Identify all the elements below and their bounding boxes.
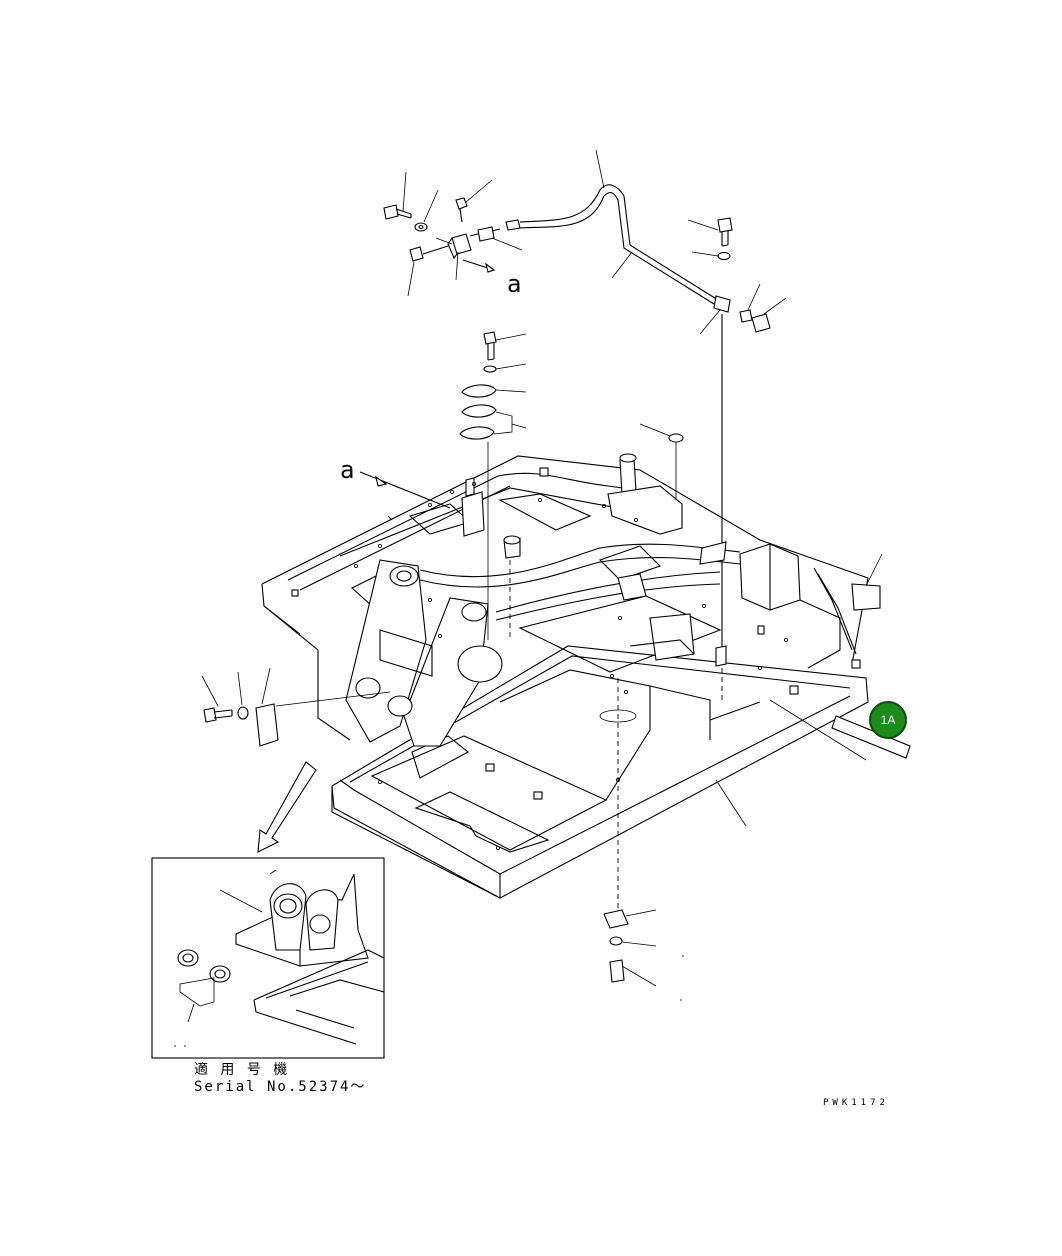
hydraulic-pipe xyxy=(505,149,731,335)
fitting-group-bottom xyxy=(603,909,684,1001)
callout-badge-1a[interactable]: 1A xyxy=(869,701,907,739)
fitting-group-top-right xyxy=(687,217,787,700)
view-label-a-top: a xyxy=(507,270,521,298)
detail-arrow xyxy=(257,761,317,853)
serial-heading: 適 用 号 機 xyxy=(194,1062,290,1078)
detail-inset xyxy=(151,857,385,1059)
fitting-group-top-left: a xyxy=(383,171,523,298)
serial-number: Serial No.52374～ xyxy=(194,1079,367,1095)
drawing-code: PWK1172 xyxy=(823,1098,889,1108)
fitting-group-left xyxy=(201,667,279,747)
revolving-frame: a xyxy=(261,423,883,910)
view-label-a-main: a xyxy=(340,456,354,484)
